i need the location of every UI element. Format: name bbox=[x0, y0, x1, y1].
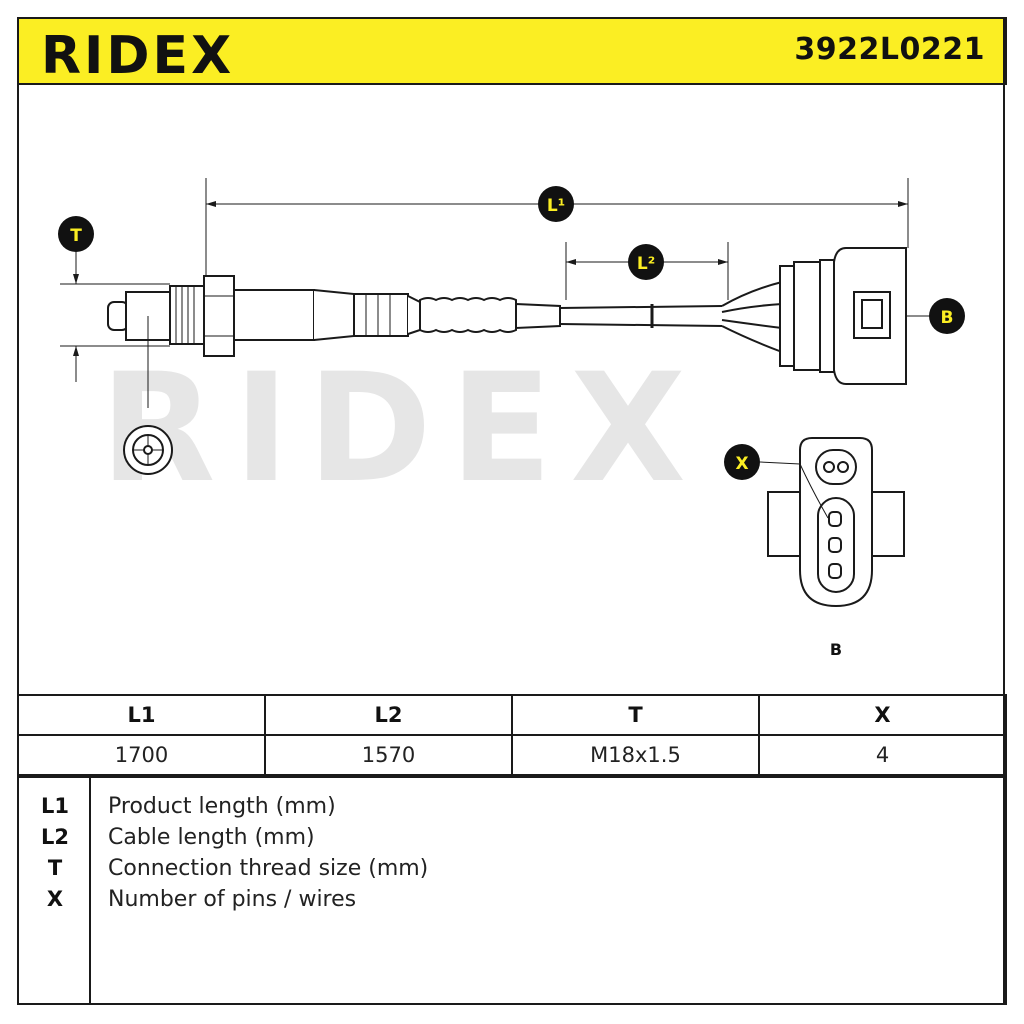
legend-text-x: Number of pins / wires bbox=[108, 887, 357, 912]
legend-panel: L1 Product length (mm) L2 Cable length (… bbox=[17, 776, 1007, 1005]
legend-key-x: X bbox=[46, 887, 64, 911]
spec-value-l1: 1700 bbox=[17, 734, 266, 776]
callout-t-text: T bbox=[70, 226, 82, 246]
spec-header-l2: L2 bbox=[264, 694, 513, 736]
callout-t: T bbox=[58, 216, 94, 252]
callout-x: X bbox=[724, 444, 760, 480]
spec-value-x: 4 bbox=[758, 734, 1007, 776]
legend-text-l1: Product length (mm) bbox=[108, 794, 336, 819]
brand-text: RIDEX bbox=[41, 26, 234, 81]
legend-text-t: Connection thread size (mm) bbox=[108, 856, 429, 881]
legend-key-t: T bbox=[47, 856, 63, 880]
connector-b-caption: B bbox=[830, 640, 842, 659]
callout-l2-text: L² bbox=[637, 254, 655, 274]
legend-key-l2: L2 bbox=[41, 825, 69, 849]
spec-value-t: M18x1.5 bbox=[511, 734, 760, 776]
callout-l2: L² bbox=[628, 244, 664, 280]
legend-key-column bbox=[19, 778, 91, 1003]
sensor-outline bbox=[60, 178, 930, 608]
spec-header-x: X bbox=[758, 694, 1007, 736]
spec-value-row: 1700 1570 M18x1.5 4 bbox=[17, 734, 1007, 776]
header-bar: RIDEX 3922L0221 bbox=[17, 17, 1007, 86]
callout-l1: L¹ bbox=[538, 186, 574, 222]
ridex-logo-mark: RIDEX bbox=[41, 26, 234, 86]
spec-table: L1 L2 T X 1700 1570 M18x1.5 4 bbox=[17, 694, 1007, 776]
sensor-drawing: RIDEX bbox=[58, 178, 965, 659]
legend-key-l1: L1 bbox=[41, 794, 69, 818]
callout-b-text: B bbox=[941, 308, 954, 328]
legend-text-l2: Cable length (mm) bbox=[108, 825, 315, 850]
callout-l1-text: L¹ bbox=[547, 196, 565, 216]
ridex-logo: RIDEX bbox=[39, 25, 269, 86]
callout-b: B bbox=[929, 298, 965, 334]
spec-header-l1: L1 bbox=[17, 694, 266, 736]
spec-header-t: T bbox=[511, 694, 760, 736]
callout-x-text: X bbox=[735, 454, 748, 474]
spec-header-row: L1 L2 T X bbox=[17, 694, 1007, 736]
spec-value-l2: 1570 bbox=[264, 734, 513, 776]
watermark-text: RIDEX bbox=[100, 342, 704, 516]
part-number: 3922L0221 bbox=[794, 32, 985, 67]
